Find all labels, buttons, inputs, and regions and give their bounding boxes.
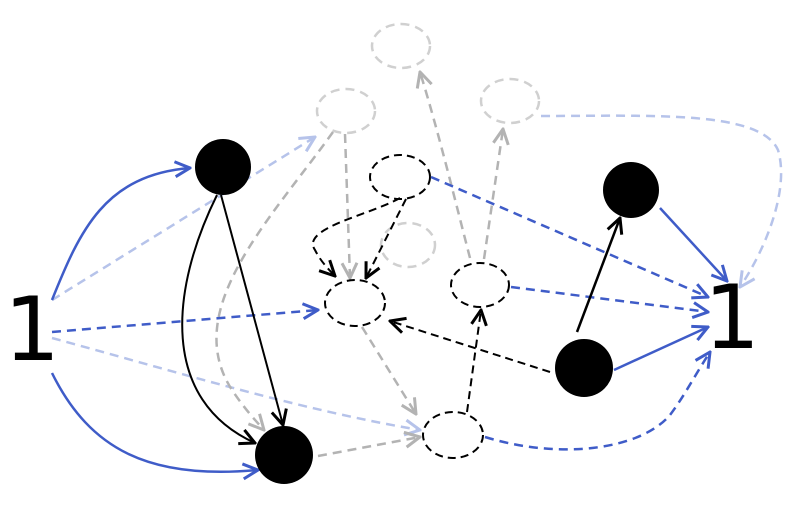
blue-dashed-edge-source-to-center — [51, 310, 318, 334]
black-node-top-left — [195, 139, 251, 195]
dashed-node-right — [450, 262, 510, 308]
black-node-bottom-left — [255, 426, 313, 484]
gray-edge-right-to-top — [420, 72, 472, 259]
black-node-lower-right — [555, 339, 613, 397]
blue-dashed-edge-right-to-sink — [510, 285, 708, 312]
dashed-edge-lower-to-right — [466, 310, 481, 413]
dashed-node-lower — [422, 411, 484, 459]
light-blue-edge-source-to-lower-node — [51, 336, 420, 430]
black-node-upper-right — [603, 162, 659, 218]
blue-edge-lower-right-to-sink — [613, 327, 708, 372]
gray-edge-center-to-lower — [360, 326, 416, 414]
dashed-node-top — [369, 154, 431, 200]
blue-dashed-edge-top-to-sink — [430, 175, 708, 297]
blue-edge-source-to-bottom-left — [50, 372, 258, 472]
faint-node-top — [370, 22, 432, 70]
black-edge-top-left-to-bottom-left-b — [220, 194, 283, 425]
dashed-node-center — [324, 279, 386, 327]
light-blue-edge-source-to-upper-left — [51, 137, 315, 302]
blue-edge-source-to-top-left — [50, 168, 190, 301]
dashed-edge-top-to-center-b — [366, 198, 407, 278]
sink-label: 1 — [704, 266, 760, 369]
source-label: 1 — [4, 278, 60, 381]
gray-edge-upper-left-to-bottom-left — [215, 131, 335, 430]
faint-layer — [51, 22, 783, 458]
light-blue-edge-upper-right-to-sink — [540, 114, 783, 287]
faint-node-upper-right — [479, 77, 541, 125]
gray-edge-upper-left-to-center — [345, 133, 350, 278]
blue-edge-upper-right-to-sink — [659, 207, 727, 281]
gray-edge-right-to-upper-right — [482, 129, 503, 260]
dashed-edge-top-to-center-a — [311, 197, 401, 276]
main-layer: 1 1 — [4, 139, 760, 484]
faint-node-middle — [379, 221, 437, 269]
black-edge-top-left-to-bottom-left-a — [181, 194, 255, 443]
faint-node-upper-left — [315, 87, 377, 135]
dashed-edge-black-node-to-center — [390, 321, 551, 373]
black-edge-lower-right-to-upper-right — [575, 218, 620, 333]
gray-edge-bottom-left-to-lower — [317, 437, 420, 458]
